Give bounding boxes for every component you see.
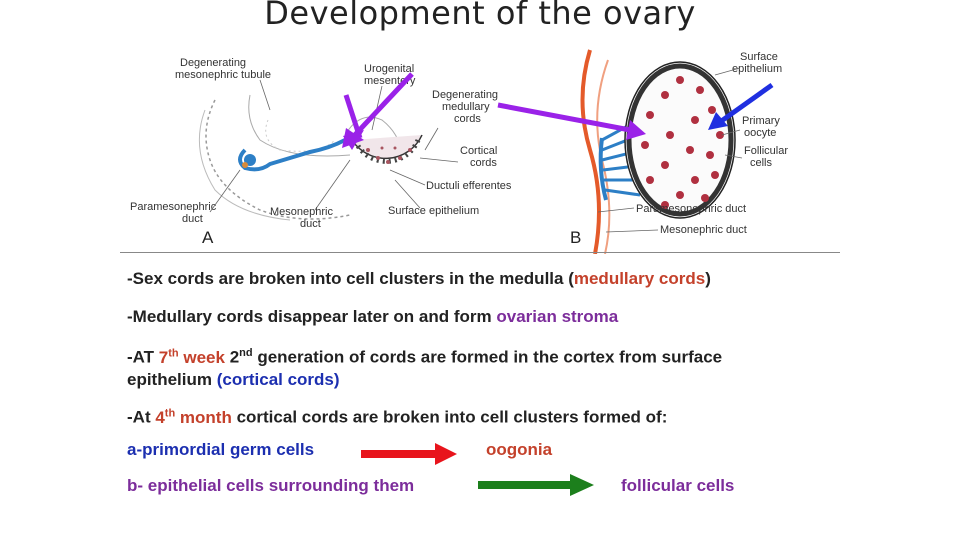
label-surface-b-2: epithelium [732, 63, 782, 75]
line-7th-week: -AT 7th week 2nd generation of cords are… [127, 347, 723, 389]
label-follicular-2: cells [750, 157, 773, 169]
ovary-figure: Degenerating mesonephric tubule Urogenit… [130, 49, 788, 254]
line-medullary: -Medullary cords disappear later on and … [127, 307, 619, 326]
label-surface-a: Surface epithelium [388, 205, 479, 217]
result-follicular-cells: follicular cells [621, 476, 735, 495]
label-oocyte-2: oocyte [744, 127, 776, 139]
label-urogenital: Urogenital [364, 63, 414, 75]
label-medullary-3: cords [454, 113, 481, 125]
label-cortical: Cortical [460, 145, 497, 157]
blue-arrow [718, 82, 774, 125]
label-ductuli: Ductuli efferentes [426, 180, 512, 192]
line-sex-cords: -Sex cords are broken into cell clusters… [127, 269, 711, 288]
label-mesonephric-a-2: duct [300, 218, 321, 230]
label-degenerating-tubule: Degenerating [180, 57, 246, 69]
panel-b-diagram [580, 49, 736, 254]
label-degenerating-tubule-2: mesonephric tubule [175, 69, 271, 81]
purple-arrow-b [497, 102, 631, 133]
label-mesonephric-b: Mesonephric duct [660, 224, 747, 236]
label-surface-b: Surface [740, 51, 778, 63]
label-cortical-2: cords [470, 157, 497, 169]
purple-arrow-left [350, 72, 414, 140]
page-title: Development of the ovary [264, 0, 696, 32]
label-oocyte: Primary [742, 115, 780, 127]
label-follicular: Follicular [744, 145, 788, 157]
item-epithelial-cells: b- epithelial cells surrounding them [127, 476, 415, 495]
label-medullary-2: medullary [442, 101, 490, 113]
item-primordial-germ-cells: a-primordial germ cells [127, 440, 315, 459]
label-medullary: Degenerating [432, 89, 498, 101]
panel-a-labels: Degenerating mesonephric tubule Urogenit… [130, 57, 512, 247]
line-4th-month: -At 4th month cortical cords are broken … [127, 407, 668, 427]
green-arrow [478, 474, 594, 496]
panel-a-letter: A [202, 228, 214, 247]
purple-arrow-left-head [342, 128, 364, 148]
label-paramesonephric-b: Paramesonephric duct [636, 203, 746, 215]
blue-arrow-head [708, 112, 728, 130]
panel-b-labels: Surface epithelium Primary oocyte Follic… [570, 51, 788, 247]
purple-arrow-b-head [626, 120, 646, 140]
highlight-arrows [342, 72, 774, 150]
label-mesonephric-a: Mesonephric [270, 206, 333, 218]
panel-b-letter: B [570, 228, 581, 247]
result-oogonia: oogonia [486, 440, 553, 459]
label-paramesonephric-a-2: duct [182, 213, 203, 225]
red-arrow [361, 443, 457, 465]
panel-a-diagram [198, 94, 423, 221]
divider [120, 252, 840, 253]
label-paramesonephric-a: Paramesonephric [130, 201, 217, 213]
